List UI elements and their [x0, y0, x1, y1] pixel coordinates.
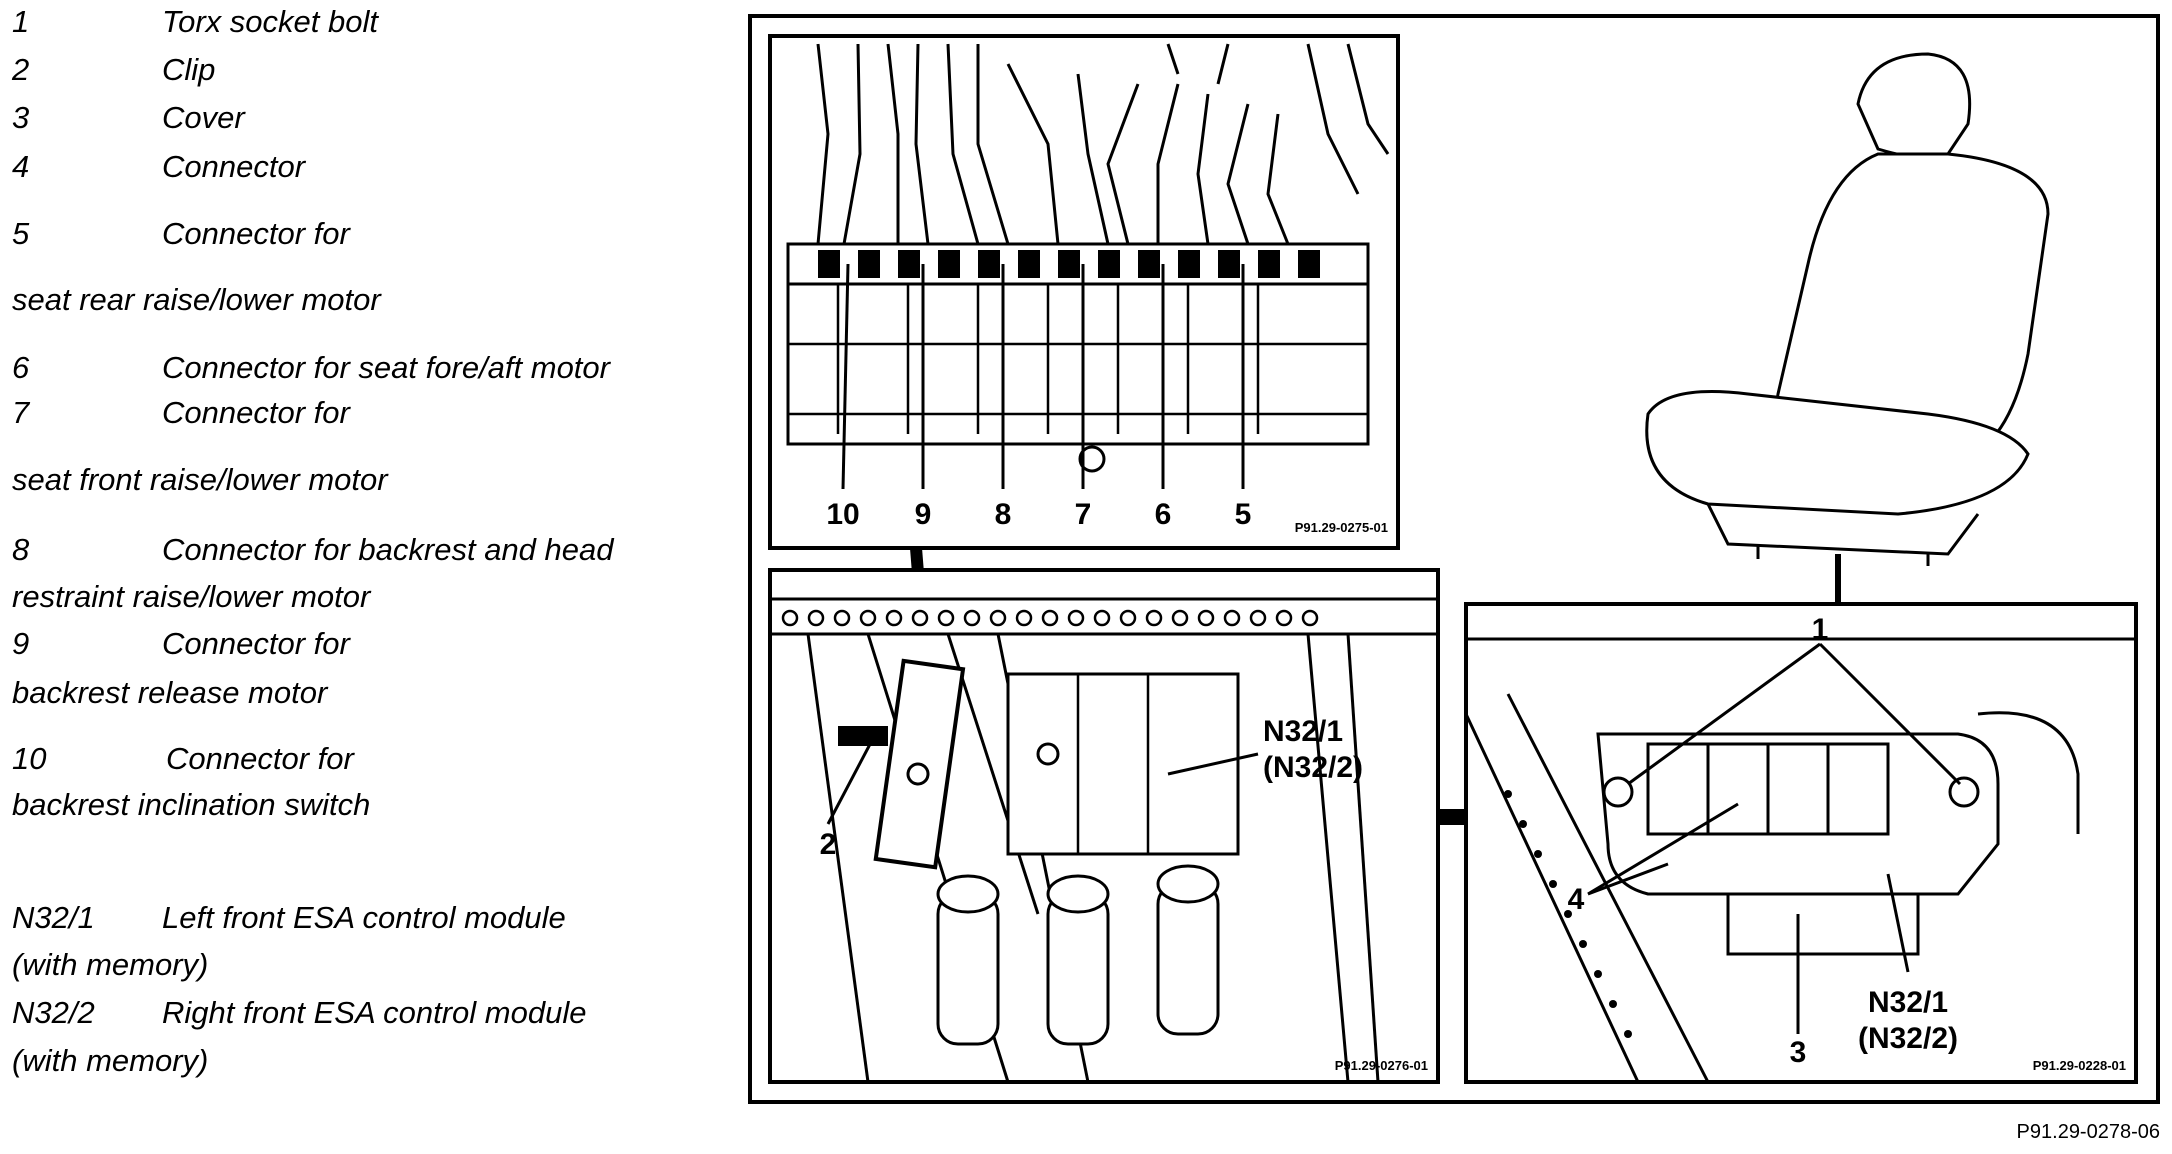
- panel-link: [1438, 809, 1466, 825]
- legend-number: 9: [12, 626, 30, 661]
- diagram-svg: 10 9 8 7 6 5 P91.29-0275-01: [748, 14, 2160, 1104]
- module-panel-ref: P91.29-0228-01: [2033, 1058, 2126, 1073]
- seat-cushion-icon: [1645, 390, 2030, 516]
- torx-bolt-icon: [1602, 776, 1634, 808]
- torx-bolt-icon: [1948, 776, 1980, 808]
- legend-text: Clip: [162, 52, 216, 87]
- legend-number: 4: [12, 149, 30, 184]
- module-panel: 1 4 3 N32/1 (N32/2) P91.29-0228-01: [1464, 602, 2138, 1084]
- connector-panel: 10 9 8 7 6 5 P91.29-0275-01: [768, 34, 1400, 550]
- callout-7: 7: [1075, 498, 1092, 531]
- legend-number: 6: [12, 350, 30, 385]
- legend-text: Connector for: [166, 741, 354, 776]
- actuators: [936, 864, 1220, 1046]
- legend-number: 1: [12, 4, 30, 39]
- figure-reference: P91.29-0278-06: [2016, 1121, 2160, 1143]
- legend-text: Torx socket bolt: [162, 4, 378, 39]
- wire-harness: [816, 43, 1390, 245]
- connector-panel-ref: P91.29-0275-01: [1295, 520, 1388, 535]
- legend-text: seat front raise/lower motor: [12, 462, 388, 497]
- connector-leaders: [841, 263, 1245, 490]
- legend-number: 7: [12, 395, 30, 430]
- legend-number: 10: [12, 741, 47, 776]
- clip-panel-module-label-alt: (N32/2): [1263, 751, 1363, 784]
- module-panel-label: N32/1: [1868, 986, 1948, 1019]
- clip-icon: [838, 726, 888, 746]
- legend-text: Connector for: [162, 216, 350, 251]
- clip-panel-module-label: N32/1: [1263, 715, 1343, 748]
- legend-text: Right front ESA control module: [162, 995, 587, 1030]
- legend-text: Connector for: [162, 626, 350, 661]
- callout-8: 8: [995, 498, 1012, 531]
- clip-panel-module: [1006, 672, 1240, 856]
- callout-2: 2: [820, 828, 837, 861]
- legend-text: seat rear raise/lower motor: [12, 282, 381, 317]
- legend-text: (with memory): [12, 1043, 209, 1078]
- connector-row: [786, 242, 1370, 473]
- callout-1: 1: [1812, 613, 1829, 646]
- diagram-figure: 10 9 8 7 6 5 P91.29-0275-01: [748, 14, 2160, 1104]
- legend-number: 3: [12, 100, 30, 135]
- module-panel-label-alt: (N32/2): [1858, 1022, 1958, 1055]
- legend-text: Connector for: [162, 395, 350, 430]
- headrest-icon: [1856, 52, 1972, 160]
- legend-text: Left front ESA control module: [162, 900, 566, 935]
- legend-number: 5: [12, 216, 30, 251]
- callout-5: 5: [1235, 498, 1252, 531]
- legend-text: Connector: [162, 149, 306, 184]
- legend-text: Connector for seat fore/aft motor: [162, 350, 610, 385]
- legend-number: 8: [12, 532, 30, 567]
- callout-3: 3: [1790, 1036, 1807, 1069]
- legend-number: N32/1: [12, 900, 95, 935]
- callout-9: 9: [915, 498, 932, 531]
- seat-illustration: [1645, 52, 2050, 604]
- legend-number: 2: [12, 52, 30, 87]
- callout-4: 4: [1568, 883, 1585, 916]
- legend-text: restraint raise/lower motor: [12, 579, 371, 614]
- legend-text: backrest release motor: [12, 675, 328, 710]
- legend-text: backrest inclination switch: [12, 787, 371, 822]
- legend-text: Connector for backrest and head: [162, 532, 614, 567]
- clip-connector: [873, 658, 966, 870]
- callout-6: 6: [1155, 498, 1172, 531]
- clip-panel-ref: P91.29-0276-01: [1335, 1058, 1428, 1073]
- callout-10: 10: [826, 498, 859, 531]
- esa-control-module: [1596, 711, 2080, 956]
- legend-text: Cover: [162, 100, 245, 135]
- legend: 1 Torx socket bolt 2 Clip 3 Cover 4 Conn…: [0, 0, 740, 1154]
- legend-number: N32/2: [12, 995, 95, 1030]
- legend-text: (with memory): [12, 947, 209, 982]
- clip-panel: 2 N32/1 (N32/2) P91.29-0276-01: [768, 568, 1440, 1084]
